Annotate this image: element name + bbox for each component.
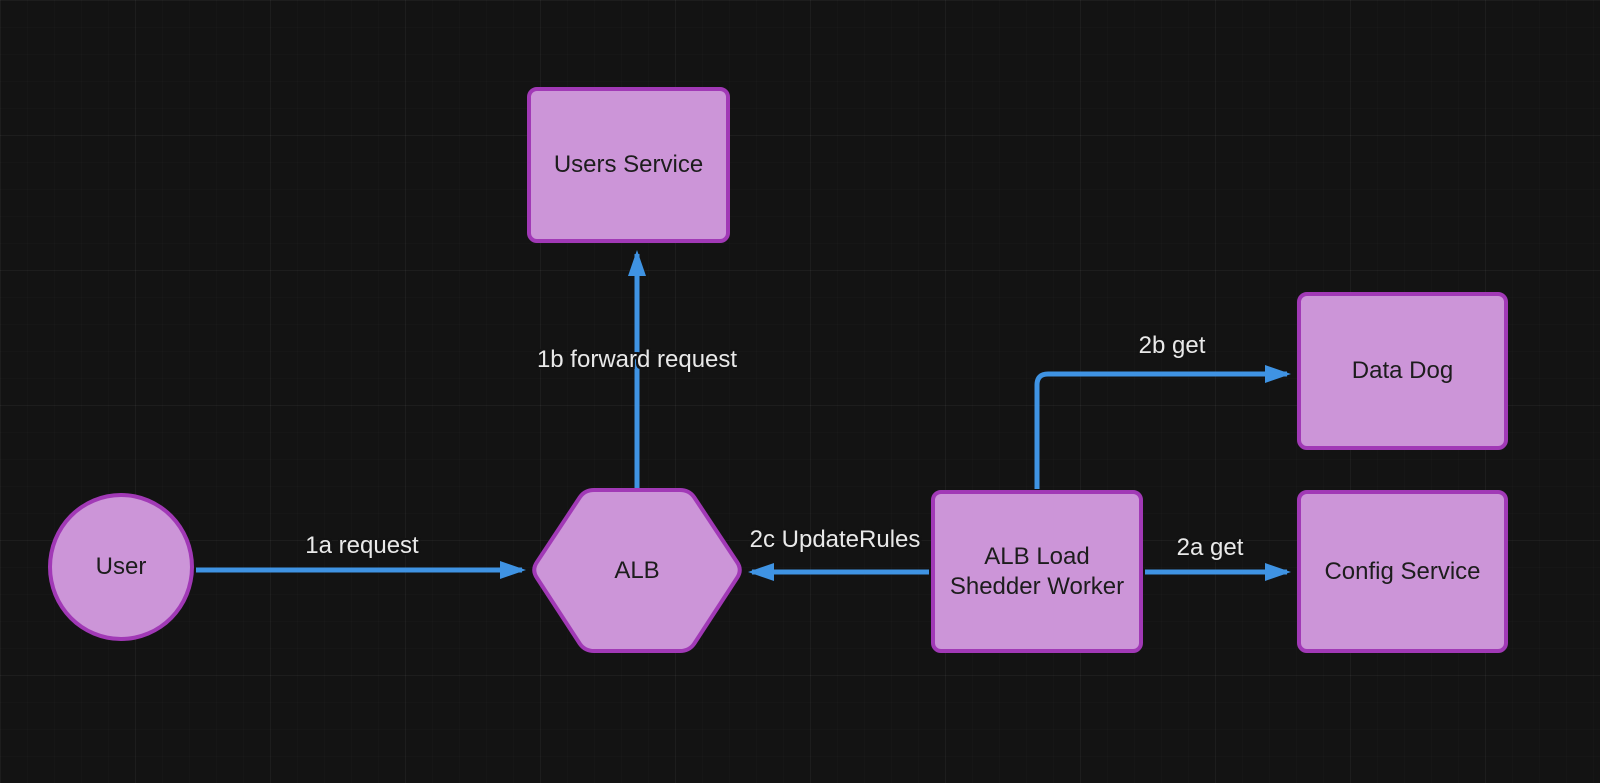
- node-data-dog-label: Data Dog: [1351, 357, 1454, 384]
- edge-label-get-datadog: 2b get: [1138, 332, 1206, 359]
- node-config-service: Config Service: [1297, 490, 1508, 653]
- edge-label-forward-request: 1b forward request: [536, 346, 738, 373]
- edge-label-update-rules: 2c UpdateRules: [749, 526, 921, 553]
- node-users-service-label: Users Service: [553, 151, 704, 178]
- node-data-dog: Data Dog: [1297, 292, 1508, 450]
- edge-get-datadog: [1034, 365, 1291, 489]
- node-alb: ALB: [532, 490, 742, 651]
- node-user: User: [48, 493, 194, 641]
- node-alb-load-shedder-worker-label: ALB Load Shedder Worker: [949, 542, 1125, 600]
- node-users-service: Users Service: [527, 87, 730, 243]
- edge-label-request: 1a request: [305, 532, 419, 559]
- node-config-service-label: Config Service: [1324, 557, 1481, 585]
- node-alb-shape: [532, 488, 742, 653]
- edge-label-get-config: 2a get: [1176, 534, 1244, 561]
- node-user-label: User: [95, 553, 147, 580]
- node-alb-load-shedder-worker: ALB Load Shedder Worker: [931, 490, 1143, 653]
- node-alb-label: ALB: [614, 556, 660, 584]
